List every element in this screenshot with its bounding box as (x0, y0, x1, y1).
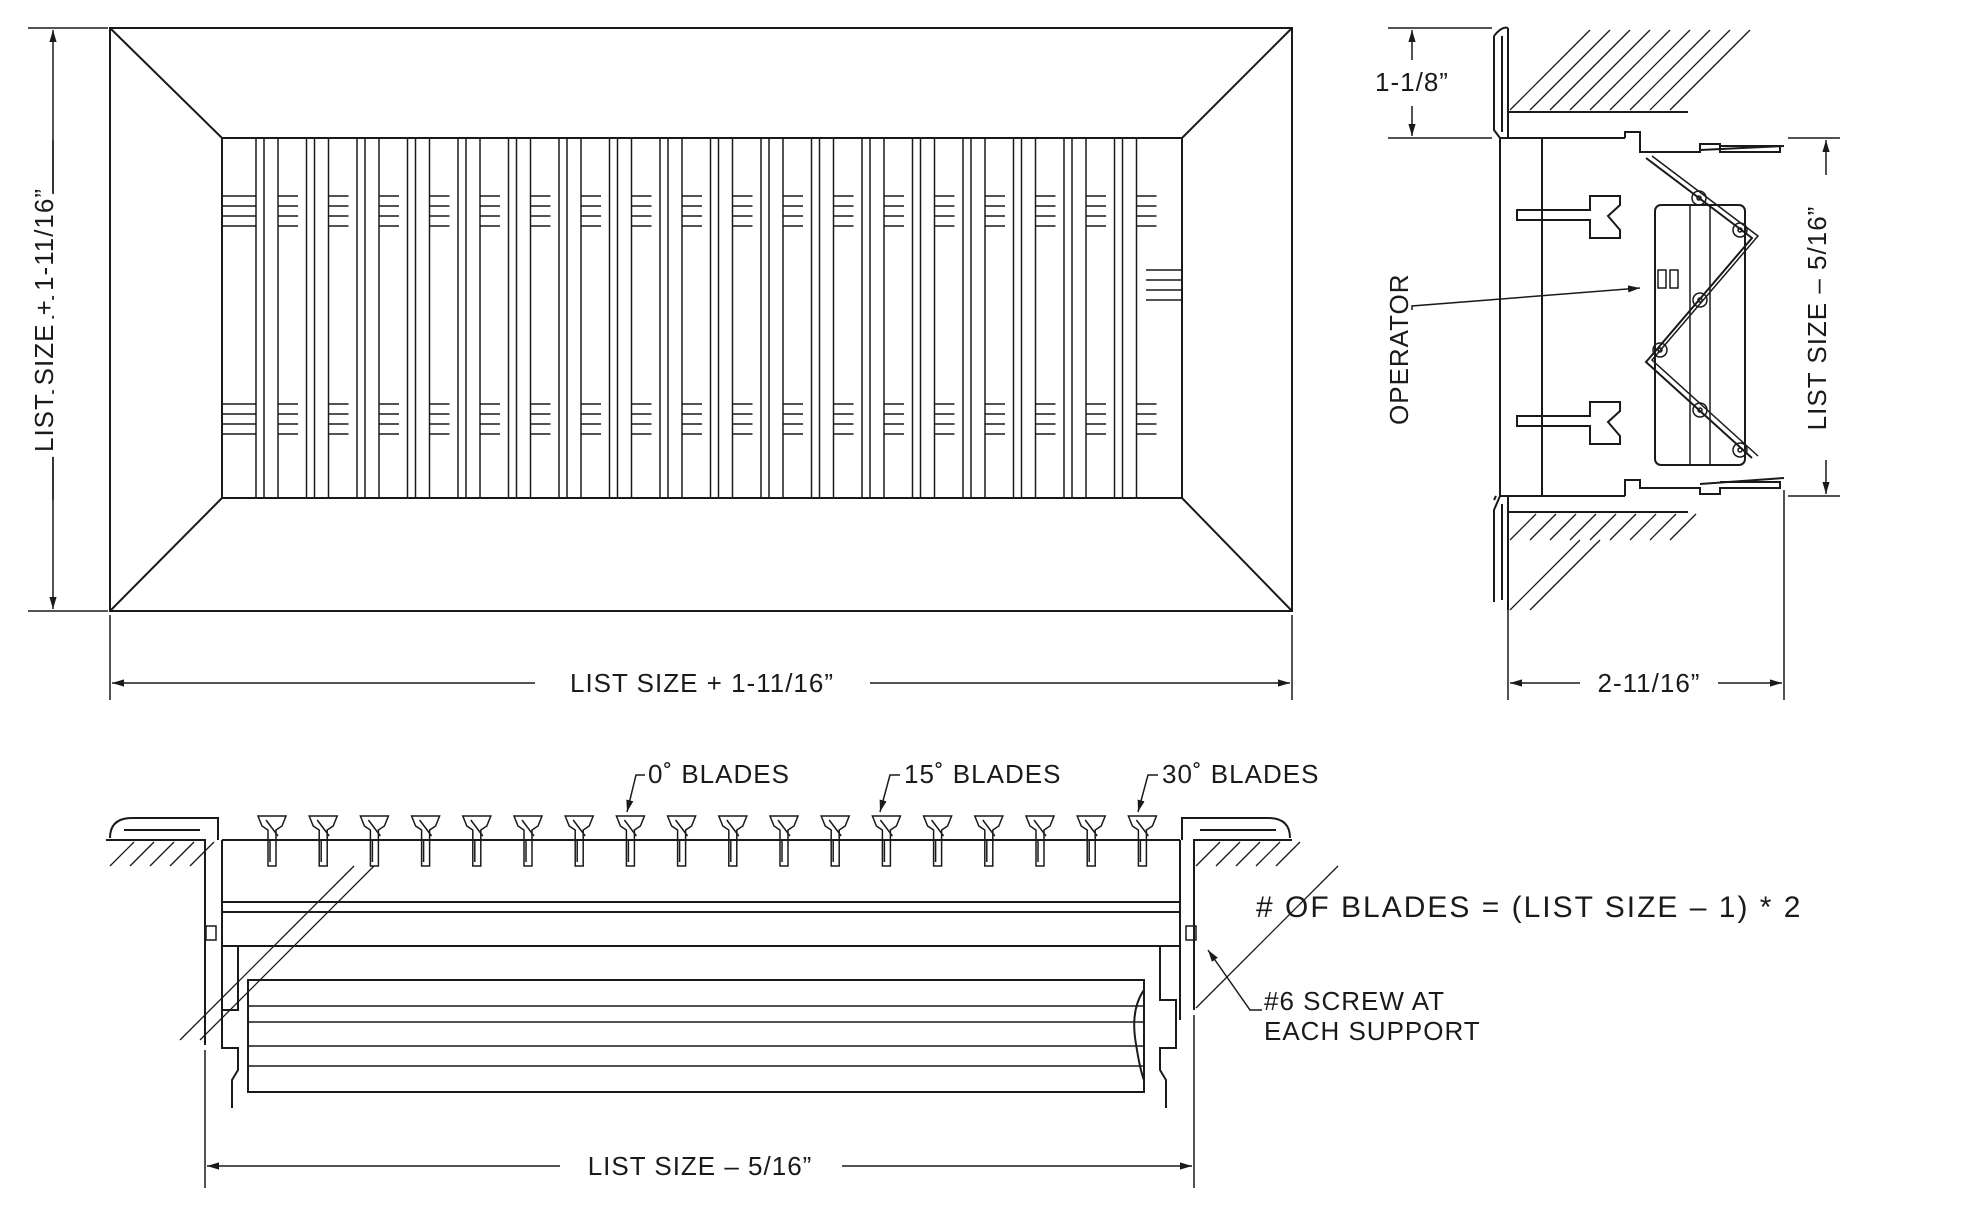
front-width-dimension: LIST SIZE + 1-11/16” (109, 615, 1293, 700)
screw-note-line1: #6 SCREW AT (1264, 986, 1445, 1016)
outer-frame (109, 27, 1293, 612)
screw-note-line2: EACH SUPPORT (1264, 1016, 1481, 1046)
frame-bevel (109, 27, 223, 139)
section-blade (768, 815, 800, 867)
front-blade (1113, 137, 1157, 499)
section-blade (717, 815, 748, 867)
section-blade (666, 815, 697, 867)
section-blade (1076, 815, 1107, 867)
section-width-label: LIST SIZE – 5/16” (588, 1151, 813, 1181)
blade-holder-top (1516, 195, 1621, 239)
section-blade (256, 815, 288, 867)
section-wall-left (106, 839, 206, 1045)
frame-bevel (1181, 497, 1293, 612)
front-blade (659, 137, 702, 499)
front-blade (255, 137, 298, 499)
section-blade (1024, 815, 1056, 867)
side-view: OPERATOR 1-1/8” LIST SIZE – 5/16” 2-11/1… (1375, 26, 1840, 700)
section-blade (820, 815, 851, 867)
front-blade (709, 137, 753, 499)
label-0-blades: 0˚ BLADES (648, 759, 790, 789)
label-15-blades: 15˚ BLADES (904, 759, 1061, 789)
damper-frame-bottom (1624, 479, 1781, 496)
section-blade (615, 815, 646, 867)
front-blade (558, 137, 601, 499)
front-blade (861, 137, 904, 499)
front-blade (608, 137, 652, 499)
section-blade (922, 815, 953, 867)
front-blade (1063, 137, 1106, 499)
front-blade (810, 137, 854, 499)
front-blade (457, 137, 500, 499)
front-view: LIST SIZE + 1-11/16” LIST SIZE + 1-11/16… (22, 27, 1293, 700)
operator-label: OPERATOR (1384, 273, 1414, 425)
section-view: 0˚ BLADES 15˚ BLADES 30˚ BLADES # OF BLA… (106, 759, 1802, 1188)
front-blade (760, 137, 803, 499)
front-blade (962, 137, 1005, 499)
side-wall-top (1507, 28, 1751, 113)
section-blade (461, 815, 492, 867)
damper-mount-right (1159, 946, 1177, 1108)
damper-assembly (247, 979, 1145, 1093)
section-wall-right (1193, 839, 1292, 1010)
blade-holder-bottom (1516, 401, 1621, 445)
front-blade (911, 137, 955, 499)
blade-count-formula: # OF BLADES = (LIST SIZE – 1) * 2 (1256, 891, 1802, 924)
damper-operator (1133, 989, 1145, 1081)
section-blade (1127, 815, 1158, 867)
section-flange-right (1181, 817, 1291, 840)
front-height-label: LIST SIZE + 1-11/16” (29, 188, 59, 452)
operator-linkage (1644, 157, 1754, 459)
operator-leader (1411, 285, 1641, 310)
section-blade (973, 815, 1004, 867)
front-blade (305, 137, 349, 499)
section-blade (512, 815, 544, 867)
front-blade (1012, 137, 1056, 499)
section-flange-left (109, 817, 219, 840)
front-blade (356, 137, 399, 499)
front-blades (222, 137, 1182, 499)
screw-leader (1207, 949, 1262, 1011)
label-30-blades: 30˚ BLADES (1162, 759, 1319, 789)
side-wall-bottom (1507, 511, 1697, 611)
damper-frame-top (1624, 131, 1781, 153)
section-blades (256, 815, 1158, 867)
section-blade (359, 815, 390, 867)
front-width-label: LIST SIZE + 1-11/16” (570, 668, 834, 698)
section-blade (308, 815, 339, 867)
flange-dimension: 1-1/8” (1375, 27, 1492, 139)
section-blade (410, 815, 441, 867)
section-blade (564, 815, 595, 867)
frame-bevel (109, 497, 223, 612)
frame-bevel (1181, 27, 1293, 139)
side-depth-dimension: 2-11/16” (1507, 490, 1785, 700)
section-blade (871, 815, 902, 867)
flange-dim-label: 1-1/8” (1375, 67, 1449, 97)
side-height-label: LIST SIZE – 5/16” (1802, 206, 1832, 431)
damper-mount-left (221, 946, 239, 1108)
side-height-dimension: LIST SIZE – 5/16” (1788, 137, 1840, 497)
section-width-dimension: LIST SIZE – 5/16” (204, 1015, 1195, 1188)
front-height-dimension: LIST SIZE + 1-11/16” (22, 27, 108, 612)
side-depth-label: 2-11/16” (1598, 668, 1701, 698)
front-blade (507, 137, 551, 499)
front-blade (406, 137, 450, 499)
inner-opening (221, 137, 1183, 499)
